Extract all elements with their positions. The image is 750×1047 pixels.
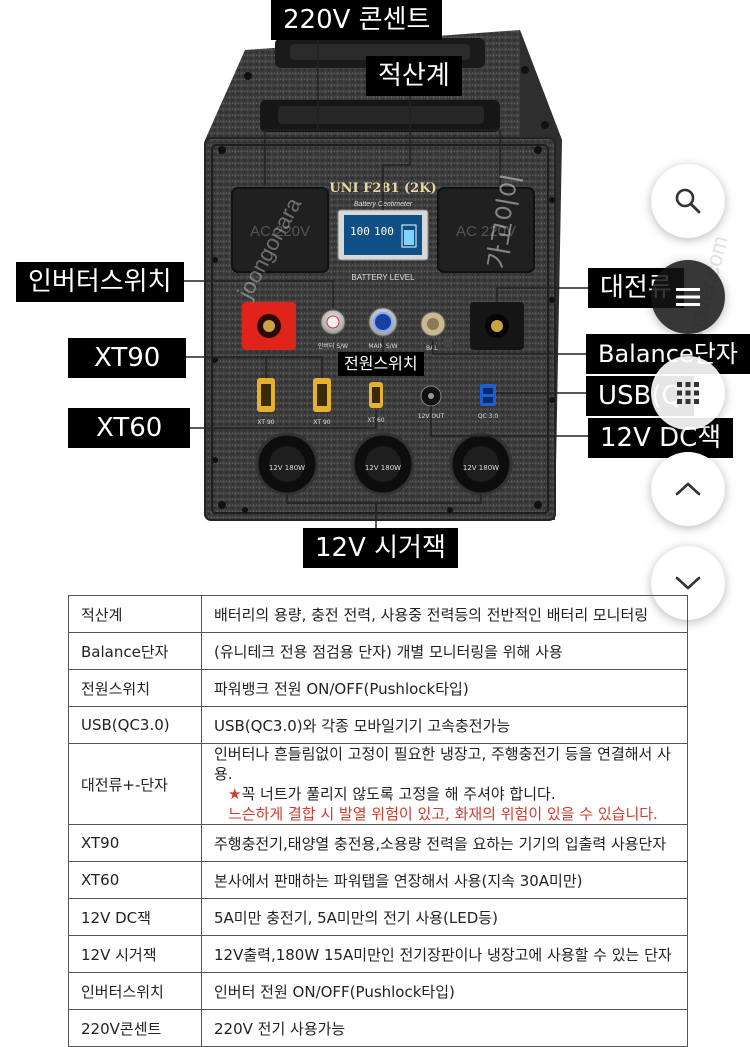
grid-icon — [677, 382, 699, 404]
callout-power-switch: 전원스위치 — [338, 352, 424, 376]
cig-socket-3 — [449, 432, 513, 496]
row-value-line: 인버터나 흔들림없이 고정이 필요한 냉장고, 주행충전기 등을 연결해서 사용… — [214, 745, 671, 783]
table-row: XT90 주행충전기,태양열 충전용,소용량 전력을 요하는 기기의 입출력 사… — [68, 824, 688, 862]
callout-meter: 적산계 — [366, 56, 462, 96]
row-key: 220V콘센트 — [68, 1009, 202, 1047]
menu-button[interactable] — [651, 260, 725, 334]
callout-xt60: XT60 — [68, 408, 191, 448]
table-row: 대전류+-단자 인버터나 흔들림없이 고정이 필요한 냉장고, 주행충전기 등을… — [68, 743, 688, 825]
row-key: USB(QC3.0) — [68, 706, 202, 744]
cig-socket-3-label: 12V 180W — [463, 464, 499, 472]
table-row: 12V 시거잭 12V출력,180W 15A미만인 전기장판이나 냉장고에 사용… — [68, 935, 688, 973]
row-key: Balance단자 — [68, 632, 202, 670]
search-icon — [675, 188, 701, 214]
xt90-port-b — [313, 378, 331, 412]
inverter-sw-label: 인버터 S/W — [318, 342, 348, 350]
row-value-notice: 꼭 너트가 풀리지 않도록 고정을 해 주셔야 합니다. — [241, 785, 556, 803]
row-value: 배터리의 용량, 충전 전력, 사용중 전력등의 전반적인 배터리 모니터링 — [201, 595, 688, 633]
battery-level-label: BATTERY LEVEL — [351, 273, 415, 282]
table-row: Balance단자 (유니테크 전용 점검용 단자) 개별 모니터링을 위해 사… — [68, 632, 688, 670]
ac-outlet-right — [437, 187, 535, 273]
meter-reading-2: 100 — [374, 225, 394, 238]
star-icon: ★ — [228, 785, 242, 803]
callout-inverter-switch: 인버터스위치 — [16, 262, 184, 302]
callout-balance: Balance단자 — [586, 334, 750, 374]
chevron-down-icon — [675, 576, 701, 590]
xt90-b-label: XT 90 — [313, 419, 330, 426]
row-key: XT60 — [68, 861, 202, 899]
ac-outlet-left-label: AC 220V — [250, 223, 310, 240]
row-value: 본사에서 판매하는 파워탭을 연장해서 사용(지속 30A미만) — [201, 861, 688, 899]
row-value: 12V출력,180W 15A미만인 전기장판이나 냉장고에 사용할 수 있는 단… — [201, 935, 688, 973]
xt60-port — [369, 382, 383, 408]
row-value: 인버터 전원 ON/OFF(Pushlock타입) — [201, 972, 688, 1010]
grid-button[interactable] — [651, 356, 725, 430]
row-value: 인버터나 흔들림없이 고정이 필요한 냉장고, 주행충전기 등을 연결해서 사용… — [201, 743, 688, 825]
row-value-line: ★꼭 너트가 풀리지 않도록 고정을 해 주셔야 합니다. — [214, 784, 675, 804]
callout-xt90: XT90 — [68, 338, 187, 378]
callout-12v-dc: 12V DC잭 — [588, 418, 734, 458]
chevron-up-icon — [675, 482, 701, 496]
qc-label: QC 3.0 — [478, 413, 499, 420]
meter-reading-1: 100 — [350, 225, 370, 238]
search-button[interactable] — [651, 164, 725, 238]
row-key: 전원스위치 — [68, 669, 202, 707]
row-key: 적산계 — [68, 595, 202, 633]
cig-socket-2 — [351, 432, 415, 496]
cig-socket-2-label: 12V 180W — [365, 464, 401, 472]
row-value: (유니테크 전용 점검용 단자) 개별 모니터링을 위해 사용 — [201, 632, 688, 670]
scroll-up-button[interactable] — [651, 452, 725, 526]
row-value: USB(QC3.0)와 각종 모바일기기 고속충전가능 — [201, 706, 688, 744]
table-row: 12V DC잭 5A미만 충전기, 5A미만의 전기 사용(LED등) — [68, 898, 688, 936]
table-row: 220V콘센트 220V 전기 사용가능 — [68, 1009, 688, 1047]
row-key: 12V 시거잭 — [68, 935, 202, 973]
row-key: XT90 — [68, 824, 202, 862]
row-key: 인버터스위치 — [68, 972, 202, 1010]
table-row: USB(QC3.0) USB(QC3.0)와 각종 모바일기기 고속충전가능 — [68, 706, 688, 744]
callout-220v-outlet: 220V 콘센트 — [271, 0, 443, 40]
row-value: 220V 전기 사용가능 — [201, 1009, 688, 1047]
callout-12v-cig: 12V 시거잭 — [303, 528, 458, 568]
row-key: 대전류+-단자 — [68, 743, 202, 825]
bal-label: BAL — [426, 345, 438, 352]
ac-outlet-right-label: AC 220V — [456, 223, 516, 240]
row-value: 주행충전기,태양열 충전용,소용량 전력을 요하는 기기의 입출력 사용단자 — [201, 824, 688, 862]
table-row: 적산계 배터리의 용량, 충전 전력, 사용중 전력등의 전반적인 배터리 모니… — [68, 595, 688, 633]
xt90-port-a — [257, 378, 275, 412]
row-value-warning: 느슨하게 결합 시 발열 위험이 있고, 화재의 위험이 있을 수 있습니다. — [228, 805, 658, 823]
table-row: XT60 본사에서 판매하는 파워탭을 연장해서 사용(지속 30A미만) — [68, 861, 688, 899]
row-key: 12V DC잭 — [68, 898, 202, 936]
screws — [212, 66, 555, 513]
row-value: 파워뱅크 전원 ON/OFF(Pushlock타입) — [201, 669, 688, 707]
row-value: 5A미만 충전기, 5A미만의 전기 사용(LED등) — [201, 898, 688, 936]
xt90-a-label: XT 90 — [257, 419, 274, 426]
ac-outlet-left — [231, 187, 329, 273]
menu-icon — [676, 288, 700, 306]
power-bank-illustration: AC 220V AC 220V UNI F281 (2K) Battery Ce… — [160, 30, 733, 528]
table-row: 인버터스위치 인버터 전원 ON/OFF(Pushlock타입) — [68, 972, 688, 1010]
spec-table: 적산계 배터리의 용량, 충전 전력, 사용중 전력등의 전반적인 배터리 모니… — [68, 595, 688, 1047]
cig-socket-1-label: 12V 180W — [269, 464, 305, 472]
table-row: 전원스위치 파워뱅크 전원 ON/OFF(Pushlock타입) — [68, 669, 688, 707]
